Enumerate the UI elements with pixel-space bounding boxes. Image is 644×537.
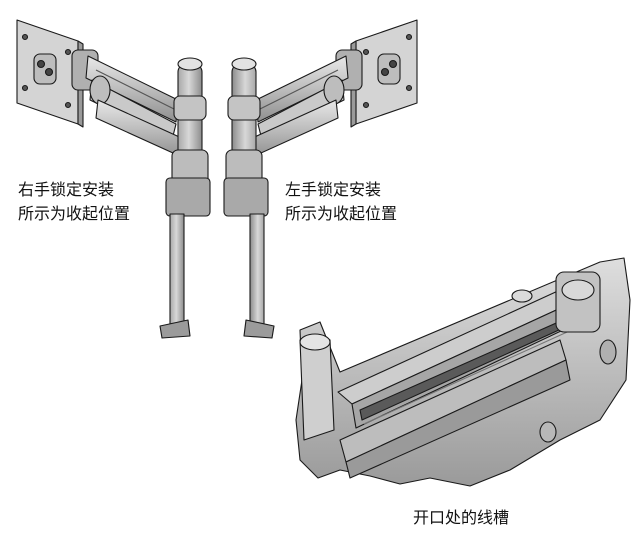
caption-left-line2: 所示为收起位置	[285, 204, 398, 223]
cable-slot-detail-illustration	[295, 257, 631, 487]
caption-right-line2: 所示为收起位置	[18, 204, 131, 223]
desk-clamp	[159, 177, 211, 339]
caption-left-line1: 左手锁定安装	[285, 180, 382, 199]
left-hand-mount-illustration	[223, 19, 418, 339]
desk-clamp-left	[223, 177, 275, 339]
caption-right-line1: 右手锁定安装	[18, 180, 115, 199]
post-left	[225, 57, 263, 191]
caption-right-hand-mount: 右手锁定安装 所示为收起位置	[18, 178, 130, 226]
right-hand-mount-illustration	[16, 19, 211, 339]
post	[171, 57, 209, 191]
vesa-plate	[16, 19, 84, 128]
caption-left-hand-mount: 左手锁定安装 所示为收起位置	[285, 178, 397, 226]
vesa-plate-left	[350, 19, 418, 128]
caption-cable-slot: 开口处的线槽	[413, 508, 510, 527]
